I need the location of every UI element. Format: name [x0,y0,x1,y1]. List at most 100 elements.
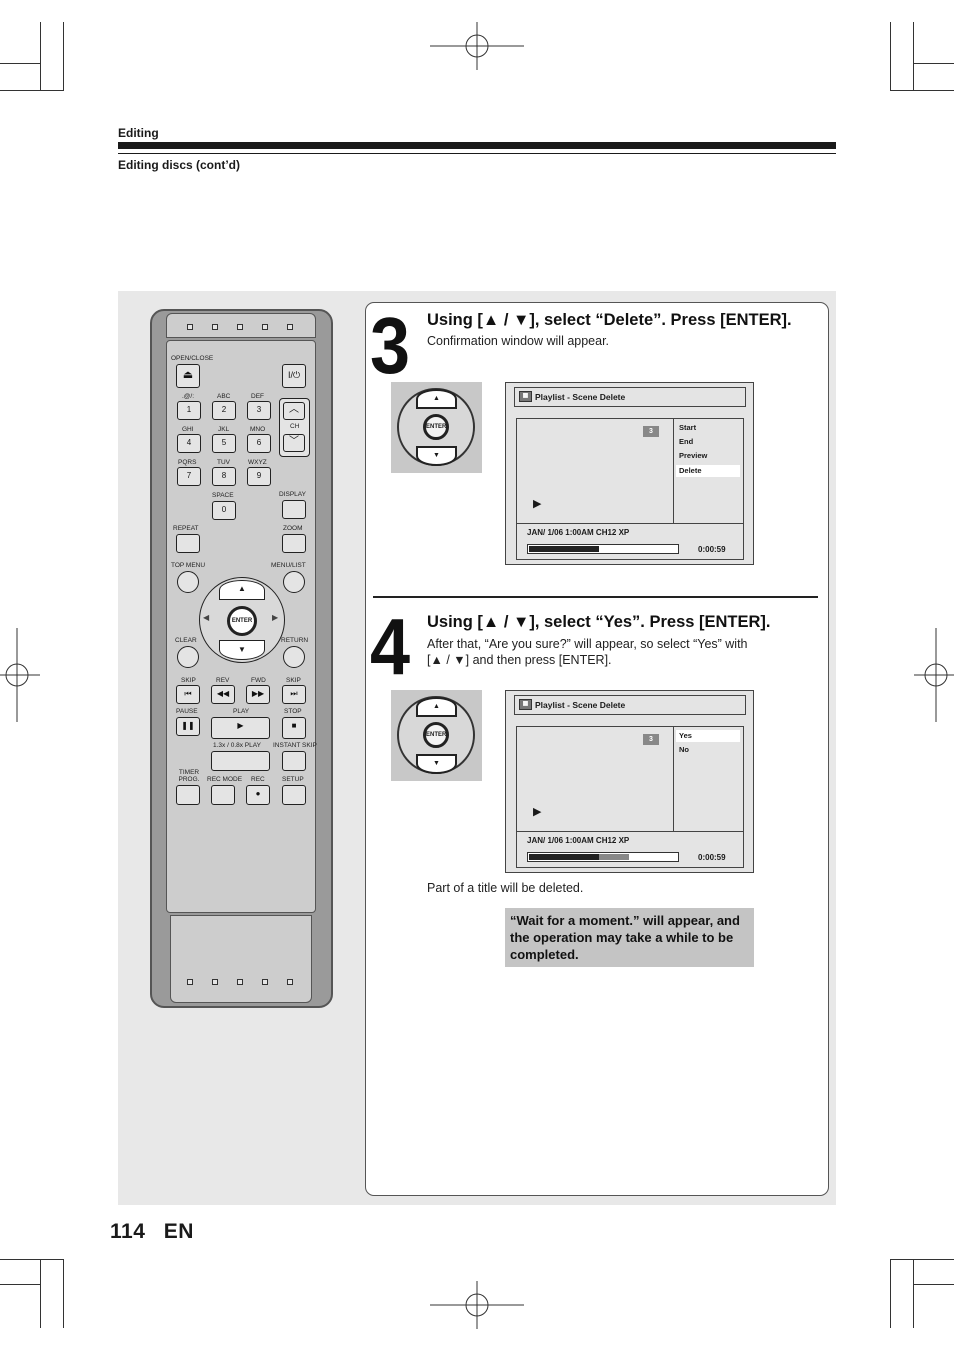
dpad-illustration: ▲ ▼ ENTER [391,382,482,473]
digit-1-button[interactable]: 1 [177,401,201,420]
repeat-label: REPEAT [173,525,199,532]
power-button[interactable]: I/⏻ [282,364,306,388]
eject-button[interactable]: ⏏ [176,364,200,388]
pause-button[interactable]: ❚❚ [176,717,200,736]
skip-forward-button[interactable]: ⏭ [282,685,306,704]
menu-item-delete[interactable]: Delete [676,465,740,477]
key9-letters: WXYZ [248,459,267,466]
crop-mark [63,1260,64,1328]
play-label: PLAY [233,708,250,715]
screen-delete-menu: ▦ Playlist - Scene Delete 3 ▶ Start End … [505,382,754,565]
crop-mark [890,1260,891,1328]
return-button[interactable] [283,646,305,668]
play-button[interactable]: ▶ [211,717,270,739]
remote-led [262,979,268,985]
remote-left-button[interactable]: ◀ [203,613,210,622]
channel-up-button[interactable]: ︿ [283,402,305,420]
timer-prog-button[interactable] [176,785,200,805]
return-label: RETURN [281,637,309,644]
menu-item-end[interactable]: End [679,437,694,446]
channel-down-button[interactable]: ﹀ [283,434,305,452]
scene-delete-menu: Start End Preview Delete [674,419,743,523]
title-info: JAN/ 1/06 1:00AM CH12 XP 0:00:59 [517,831,743,867]
crop-mark [913,22,914,90]
rec-mode-button[interactable] [211,785,235,805]
digit-8-button[interactable]: 8 [212,467,236,486]
crop-mark [0,90,64,91]
recording-info: JAN/ 1/06 1:00AM CH12 XP [527,528,630,537]
enter-icon: ENTER [423,414,449,440]
digit-7-button[interactable]: 7 [177,467,201,486]
crop-mark [40,1260,41,1328]
slow-play-button[interactable] [211,751,270,771]
digit-2-button[interactable]: 2 [212,401,236,420]
remote-up-button[interactable]: ▲ [219,580,265,600]
digit-5-button[interactable]: 5 [212,434,236,453]
menu-item-no[interactable]: No [679,745,689,754]
screen-main: 3 ▶ Start End Preview Delete JAN/ 1/06 1… [516,418,744,560]
menu-list-label: MENU/LIST [271,562,306,569]
top-menu-button[interactable] [177,571,199,593]
fwd-button[interactable]: ▶▶ [246,685,270,704]
elapsed-time: 0:00:59 [698,545,726,554]
rev-button[interactable]: ◀◀ [211,685,235,704]
remote-down-button[interactable]: ▼ [219,640,265,660]
digit-9-button[interactable]: 9 [247,467,271,486]
menu-item-start[interactable]: Start [679,423,697,432]
enter-icon: ENTER [423,722,449,748]
progress-bar [527,852,679,862]
digit-3-button[interactable]: 3 [247,401,271,420]
step-title: Using [▲ / ▼], select “Delete”. Press [E… [427,311,792,329]
screen-title: ▦ Playlist - Scene Delete [514,695,746,715]
screen-title-text: Playlist - Scene Delete [535,392,626,402]
header-rule [118,142,836,149]
progress-fill [529,854,599,860]
step-description-line1: After that, “Are you sure?” will appear,… [427,637,748,651]
remote-led [187,979,193,985]
step-number: 4 [370,602,410,691]
key3-letters: DEF [251,393,264,400]
zoom-button[interactable] [282,534,306,553]
video-preview: 3 ▶ [517,727,674,831]
zoom-label: ZOOM [283,525,303,532]
screen-title: ▦ Playlist - Scene Delete [514,387,746,407]
digit-0-button[interactable]: 0 [212,501,236,520]
skip-back-button[interactable]: ⏮ [176,685,200,704]
remote-led [212,979,218,985]
open-close-label: OPEN/CLOSE [171,355,214,362]
section-title: Editing [118,126,159,140]
setup-button[interactable] [282,785,306,805]
note-text: Part of a title will be deleted. [427,881,584,895]
menu-item-preview[interactable]: Preview [679,451,708,460]
step-description-line2: [▲ / ▼] and then press [ENTER]. [427,653,612,667]
rec-label: REC [251,776,265,783]
menu-list-button[interactable] [283,571,305,593]
registration-mark-top [430,22,524,70]
confirm-menu: Yes No [674,727,743,831]
display-button[interactable] [282,500,306,519]
remote-led [287,979,293,985]
crop-mark [914,63,954,64]
menu-item-yes[interactable]: Yes [676,730,740,742]
crop-mark [0,1259,64,1260]
wait-callout: “Wait for a moment.” will appear, and th… [505,908,754,967]
digit-6-button[interactable]: 6 [247,434,271,453]
stop-button[interactable]: ■ [282,717,306,739]
crop-mark [914,1284,954,1285]
elapsed-time: 0:00:59 [698,853,726,862]
instant-skip-button[interactable] [282,751,306,771]
clear-button[interactable] [177,646,199,668]
remote-right-button[interactable]: ▶ [272,613,279,622]
progress-bar [527,544,679,554]
remote-enter-button[interactable]: ENTER [227,606,257,636]
crop-mark [913,1260,914,1328]
rec-button[interactable]: ● [246,785,270,805]
step-number: 3 [370,301,410,390]
setup-label: SETUP [282,776,304,783]
repeat-button[interactable] [176,534,200,553]
clear-label: CLEAR [175,637,197,644]
digit-4-button[interactable]: 4 [177,434,201,453]
screen-main: 3 ▶ Yes No JAN/ 1/06 1:00AM CH12 XP 0:00… [516,726,744,868]
down-arrow-icon: ▼ [416,754,457,774]
playlist-icon: ▦ [519,699,532,710]
